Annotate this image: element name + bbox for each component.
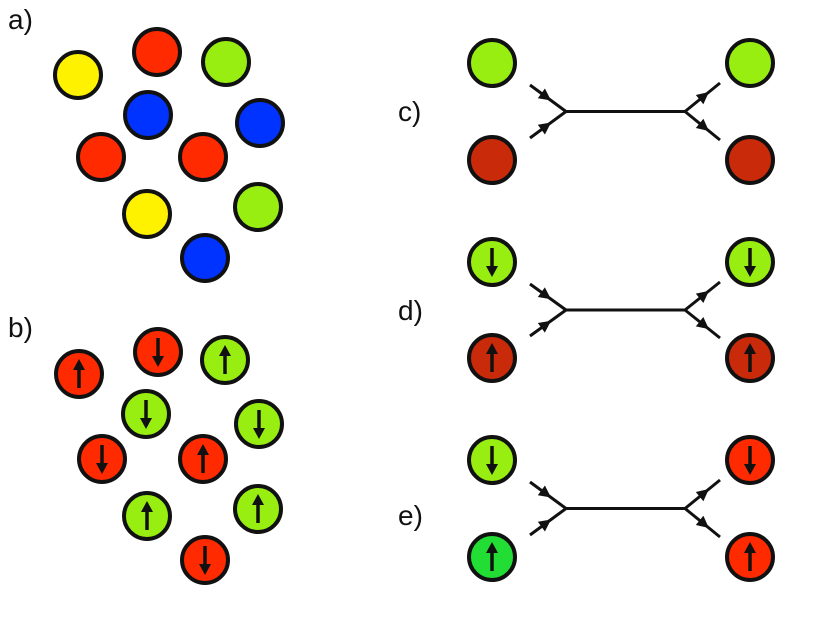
particle xyxy=(235,98,285,148)
particle xyxy=(180,233,230,283)
spin-up-arrow-icon xyxy=(197,444,209,455)
spin-down-arrow-icon xyxy=(140,418,152,429)
spin-up-arrow-icon xyxy=(141,501,153,512)
panel-label-c: c) xyxy=(398,96,422,127)
arrow-icon xyxy=(537,88,552,101)
arrow-icon xyxy=(695,489,709,502)
arrow-icon xyxy=(695,316,709,330)
incoming-particle-bottom xyxy=(467,532,517,582)
spin-particle xyxy=(233,484,283,534)
particle-circle xyxy=(123,90,173,140)
outgoing-particle-bottom xyxy=(725,135,775,185)
panel-label-e: e) xyxy=(398,500,423,531)
spin-down-arrow-icon xyxy=(152,356,164,367)
spin-up-arrow-icon xyxy=(219,345,231,356)
outgoing-particle-top xyxy=(725,237,775,287)
outgoing-particle-top xyxy=(725,38,775,88)
particle-circle xyxy=(178,132,228,182)
outgoing-particle-bottom xyxy=(725,333,775,383)
particle-circle xyxy=(180,233,230,283)
particle-circle xyxy=(201,37,251,87)
spin-up-arrow-icon xyxy=(744,542,756,553)
spin-down-arrow-icon xyxy=(744,464,756,475)
arrow-icon xyxy=(537,320,552,333)
spin-up-arrow-icon xyxy=(252,494,264,505)
particle xyxy=(76,132,126,182)
panel-label-d: d) xyxy=(398,295,423,326)
arrow-icon xyxy=(695,290,709,304)
spin-up-arrow-icon xyxy=(486,343,498,354)
particle xyxy=(122,189,172,239)
spin-down-arrow-icon xyxy=(486,266,498,277)
spin-particle xyxy=(234,399,284,449)
spin-particle xyxy=(200,335,250,385)
spin-up-arrow-icon xyxy=(744,343,756,354)
particle-circle xyxy=(467,135,517,185)
interaction-diagram-e xyxy=(467,435,775,582)
incoming-particle-top xyxy=(467,435,517,485)
arrow-icon xyxy=(537,519,552,532)
particle xyxy=(53,50,103,100)
panel-label-b: b) xyxy=(8,312,33,343)
arrow-icon xyxy=(537,122,552,135)
incoming-particle-bottom xyxy=(467,333,517,383)
arrow-icon xyxy=(537,287,552,300)
particle xyxy=(201,37,251,87)
incoming-particle-top xyxy=(467,237,517,287)
spin-down-arrow-icon xyxy=(744,266,756,277)
spin-particle xyxy=(54,349,104,399)
spin-up-arrow-icon xyxy=(486,542,498,553)
incoming-particle-top xyxy=(467,38,517,88)
particle-circle xyxy=(725,135,775,185)
particle-circle xyxy=(132,27,182,77)
spin-down-arrow-icon xyxy=(96,463,108,474)
arrow-icon xyxy=(537,485,552,498)
arrow-icon xyxy=(695,118,709,131)
panel-b-particles xyxy=(54,327,284,585)
particle-circle xyxy=(725,38,775,88)
particle-circle xyxy=(76,132,126,182)
particle xyxy=(178,132,228,182)
outgoing-particle-bottom xyxy=(725,532,775,582)
particle xyxy=(132,27,182,77)
spin-down-arrow-icon xyxy=(253,428,265,439)
panel-a-particles xyxy=(53,27,285,283)
spin-particle xyxy=(133,327,183,377)
particle xyxy=(123,90,173,140)
panel-label-a: a) xyxy=(8,4,33,35)
spin-up-arrow-icon xyxy=(73,359,85,370)
spin-particle xyxy=(122,491,172,541)
arrow-icon xyxy=(695,515,709,528)
particle-circle xyxy=(53,50,103,100)
spin-particle xyxy=(121,389,171,439)
spin-particle xyxy=(77,434,127,484)
spin-particle xyxy=(178,434,228,484)
particle-circle xyxy=(233,182,283,232)
particle-circle xyxy=(467,38,517,88)
arrow-icon xyxy=(695,92,709,105)
particle xyxy=(233,182,283,232)
spin-particle xyxy=(180,535,230,585)
spin-down-arrow-icon xyxy=(199,564,211,575)
interaction-diagram-c xyxy=(467,38,775,185)
particle-circle xyxy=(235,98,285,148)
interaction-diagram-d xyxy=(467,237,775,383)
incoming-particle-bottom xyxy=(467,135,517,185)
particle-circle xyxy=(122,189,172,239)
spin-down-arrow-icon xyxy=(486,464,498,475)
outgoing-particle-top xyxy=(725,435,775,485)
